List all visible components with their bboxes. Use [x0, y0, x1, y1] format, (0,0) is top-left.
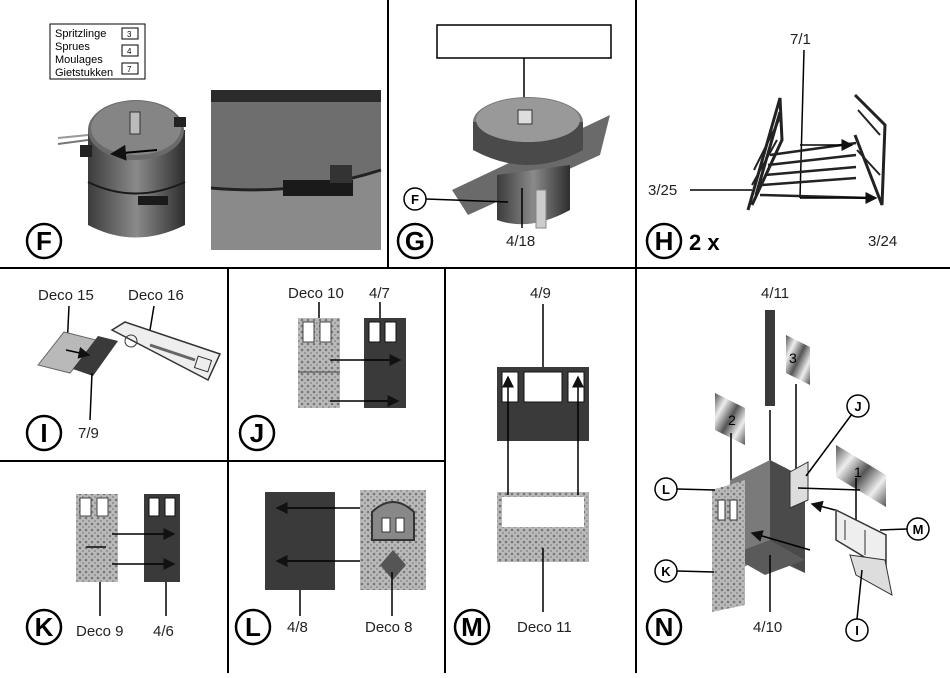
part-label-4-7: 4/7 [369, 285, 390, 302]
part-label-3-24: 3/24 [868, 233, 897, 250]
ladder-frame-image [748, 95, 885, 210]
part-4-8-shape [265, 492, 335, 590]
deco-decal-9 [76, 494, 118, 582]
part-label-7-1: 7/1 [790, 31, 811, 48]
panel-i: Deco 15 Deco 16 7/9 I [27, 287, 220, 450]
legend-name-4: Gietstukken [55, 67, 113, 79]
callout-i: I [855, 623, 859, 638]
callout-k: K [661, 564, 671, 579]
legend-name-2: Sprues [55, 41, 90, 53]
legend-number-1: 3 [127, 30, 132, 39]
detail-photo [211, 90, 381, 250]
callout-f: F [411, 192, 419, 207]
deco-label-11: Deco 11 [517, 619, 572, 636]
svg-text:1: 1 [854, 464, 862, 480]
panel-l: 4/8 Deco 8 L [236, 490, 426, 644]
turret-cylinder-image [58, 100, 186, 238]
deco-label-15: Deco 15 [38, 287, 94, 304]
step-label-m: M [461, 612, 483, 642]
callout-l: L [662, 482, 670, 497]
step-label-n: N [655, 612, 674, 642]
callout-j: J [854, 399, 861, 414]
step-label-f: F [36, 226, 52, 256]
legend-name-3: Moulages [55, 54, 103, 66]
sprue-legend: Spritzlinge Sprues Moulages Gietstukken … [50, 24, 145, 79]
part-label-3-25: 3/25 [648, 182, 677, 199]
deco-marker-1: 1 [836, 445, 886, 507]
step-label-k: K [35, 612, 54, 642]
panel-m: 4/9 Deco 11 M [455, 285, 589, 644]
deco-marker-3: 3 [786, 335, 810, 385]
part-4-6-shape [144, 494, 180, 582]
svg-text:3: 3 [789, 350, 797, 366]
step-label-h: H [655, 226, 674, 256]
deco-decal-16 [112, 322, 220, 380]
panel-n: 4/11 3 2 1 [647, 285, 929, 644]
blank-label-box [437, 25, 611, 58]
part-label-4-6: 4/6 [153, 623, 174, 640]
deco-label-9: Deco 9 [76, 623, 124, 640]
part-label-4-11: 4/11 [761, 285, 789, 302]
deco-label-16: Deco 16 [128, 287, 184, 304]
step-label-i: I [40, 418, 47, 448]
part-label-4-9: 4/9 [530, 285, 551, 302]
part-4-7-shape [364, 318, 406, 408]
deco-marker-2: 2 [715, 393, 745, 445]
multiplier-label: 2 x [689, 230, 720, 255]
step-label-g: G [405, 226, 425, 256]
part-label-7-9: 7/9 [78, 425, 99, 442]
panel-k: Deco 9 4/6 K [27, 494, 180, 644]
panel-h: 7/1 3/25 3/24 H 2 x [647, 31, 897, 258]
deco-label-8: Deco 8 [365, 619, 413, 636]
deco-label-10: Deco 10 [288, 285, 344, 302]
part-label-4-18: 4/18 [506, 233, 535, 250]
deco-decal-8 [360, 490, 426, 590]
callout-m: M [913, 522, 924, 537]
part-label-4-8: 4/8 [287, 619, 308, 636]
panel-f: Spritzlinge Sprues Moulages Gietstukken … [27, 24, 381, 258]
step-label-l: L [245, 612, 261, 642]
legend-number-3: 7 [127, 65, 132, 74]
svg-text:2: 2 [728, 412, 736, 428]
legend-number-2: 4 [127, 47, 132, 56]
deco-decal-10 [298, 318, 340, 408]
panel-g: F 4/18 G [398, 25, 611, 258]
part-label-4-10: 4/10 [753, 619, 782, 636]
part-4-9-shape [497, 367, 589, 441]
legend-name-1: Spritzlinge [55, 28, 106, 40]
step-label-j: J [250, 418, 264, 448]
panel-j: Deco 10 4/7 J [240, 285, 406, 450]
part-4-11-shape [765, 310, 775, 406]
turret-plate-image [452, 97, 610, 228]
